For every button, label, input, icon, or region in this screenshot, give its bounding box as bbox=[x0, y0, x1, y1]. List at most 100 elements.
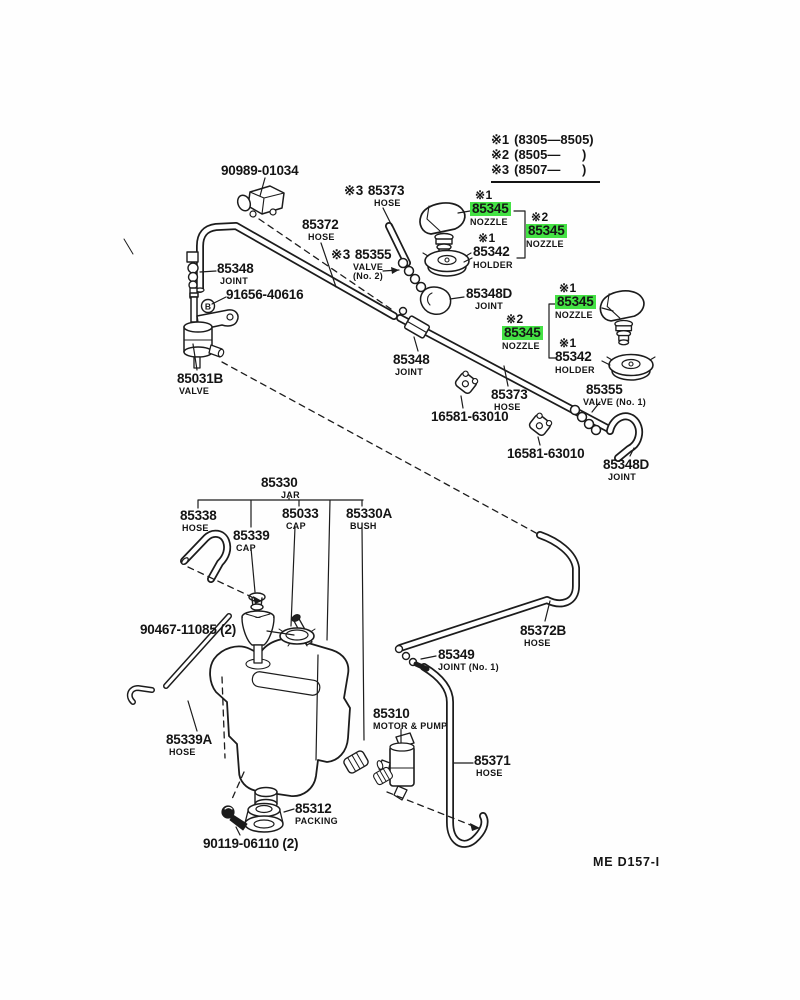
part-label-85312: 85312 PACKING bbox=[295, 801, 338, 826]
part-label-85330A: 85330A BUSH bbox=[346, 506, 392, 531]
part-number: 85371 bbox=[474, 753, 511, 768]
joint-85348-mid-drawing bbox=[398, 306, 431, 339]
legend-row: ※3 (8507— ) bbox=[491, 161, 594, 178]
part-caption: HOLDER bbox=[473, 259, 513, 270]
part-label-85031B: 85031B VALVE bbox=[177, 371, 223, 396]
strainer-stand-drawing bbox=[241, 610, 275, 664]
leader-lines bbox=[187, 177, 635, 836]
motor-pump-85310-drawing bbox=[376, 732, 415, 801]
part-label-85330: 85330 JAR bbox=[261, 475, 300, 500]
part-caption: JOINT bbox=[475, 301, 504, 312]
clamp-90989-drawing bbox=[236, 185, 285, 218]
part-caption: VALVE bbox=[179, 386, 210, 397]
ref-mark: ※1 bbox=[559, 281, 577, 295]
ref-mark: ※3 bbox=[491, 161, 510, 177]
cap-85339-drawing bbox=[248, 592, 266, 611]
part-label-90467: 90467-11085 (2) bbox=[140, 622, 236, 638]
part-label-90989-01034: 90989-01034 bbox=[221, 163, 299, 179]
part-caption: HOSE bbox=[494, 402, 521, 413]
part-number-highlighted: 85345 bbox=[470, 201, 511, 217]
part-number-highlighted: 85345 bbox=[555, 294, 596, 310]
part-label-85345-g1a: ※1 85345 NOZZLE bbox=[470, 189, 511, 227]
part-label-85339A: 85339A HOSE bbox=[166, 732, 212, 757]
part-number-highlighted: 85345 bbox=[526, 223, 567, 239]
hose-85373-short-drawing bbox=[385, 222, 411, 267]
hose-85372-drawing bbox=[195, 222, 398, 320]
ref-mark: ※3 bbox=[344, 183, 364, 198]
part-caption: VALVE (No. 1) bbox=[583, 397, 647, 408]
part-label-85348D-1: 85348D JOINT bbox=[466, 286, 512, 311]
part-caption: NOZZLE bbox=[470, 216, 508, 227]
nozzle-2-drawing bbox=[599, 290, 645, 346]
part-number: 85033 bbox=[282, 506, 319, 521]
fastener-kind-marker: B bbox=[205, 302, 211, 312]
holder-1-drawing bbox=[422, 249, 472, 277]
part-caption: JOINT bbox=[220, 276, 249, 287]
part-label-85348-mid: 85348 JOINT bbox=[393, 352, 430, 377]
part-number: 90467-11085 (2) bbox=[140, 622, 237, 637]
part-label-85349: 85349 JOINT (No. 1) bbox=[438, 647, 499, 672]
part-label-85339: 85339 CAP bbox=[233, 528, 270, 553]
part-number: 85348D bbox=[466, 286, 513, 301]
part-number: 85355 bbox=[354, 247, 392, 262]
part-number: 85348D bbox=[603, 457, 650, 472]
joint-85348D-1-drawing bbox=[419, 286, 452, 315]
cap-85033-drawing bbox=[278, 627, 316, 647]
clamp-16581-b-drawing bbox=[527, 411, 554, 438]
part-label-85372B: 85372B HOSE bbox=[520, 623, 566, 648]
packing-85312-drawing bbox=[244, 802, 284, 833]
part-caption: BUSH bbox=[350, 521, 377, 532]
part-number: 85339A bbox=[166, 732, 213, 747]
hose-85372B-drawing bbox=[396, 531, 580, 652]
assembly-dashed-lines bbox=[187, 218, 537, 827]
part-number: 85348 bbox=[217, 261, 254, 276]
part-label-85345-g1b: ※2 85345 NOZZLE bbox=[526, 211, 567, 249]
part-caption: HOSE bbox=[182, 523, 209, 534]
jar-85330-drawing bbox=[209, 637, 351, 810]
part-number: 85342 bbox=[555, 349, 592, 365]
part-number: 85349 bbox=[438, 647, 475, 662]
ref-mark: ※3 bbox=[331, 247, 351, 262]
part-number: 85373 bbox=[367, 183, 405, 198]
part-caption: PACKING bbox=[295, 816, 338, 827]
part-number: 85312 bbox=[295, 801, 332, 816]
valve-85355-no2-drawing bbox=[397, 257, 427, 293]
figure-code: ME D157-I bbox=[593, 855, 660, 869]
clamp-16581-a-drawing bbox=[453, 369, 480, 396]
part-label-85372: 85372 HOSE bbox=[302, 217, 339, 242]
part-number-highlighted: 85345 bbox=[502, 325, 543, 341]
part-label-85342-g1: ※1 85342 HOLDER bbox=[473, 232, 513, 270]
part-label-85338: 85338 HOSE bbox=[180, 508, 217, 533]
part-caption: NOZZLE bbox=[526, 238, 564, 249]
part-caption: HOSE bbox=[374, 198, 401, 209]
part-number: 85339 bbox=[233, 528, 270, 543]
part-caption: CAP bbox=[286, 521, 306, 532]
part-number: 90989-01034 bbox=[221, 163, 299, 178]
legend-row: ※2 (8505— ) bbox=[491, 147, 594, 163]
part-label-16581-a: 16581-63010 bbox=[431, 409, 509, 425]
ref-mark: ※2 bbox=[506, 312, 524, 326]
part-label-85355-no1: 85355 VALVE (No. 1) bbox=[583, 382, 646, 407]
part-label-16581-b: 16581-63010 bbox=[507, 446, 585, 462]
part-caption: JOINT bbox=[395, 367, 424, 378]
hose-85338-drawing bbox=[180, 529, 232, 583]
legend-row: ※1 (8305—8505) bbox=[491, 132, 594, 148]
part-caption: HOLDER bbox=[555, 364, 595, 375]
part-caption: HOSE bbox=[308, 232, 335, 243]
joint-85349-drawing bbox=[394, 644, 430, 672]
part-number: 16581-63010 bbox=[431, 409, 509, 424]
legend-range: (8507— ) bbox=[514, 161, 587, 177]
part-label-85345-g2a: ※1 85345 NOZZLE bbox=[555, 282, 596, 320]
part-label-85371: 85371 HOSE bbox=[474, 753, 511, 778]
part-number: 85031B bbox=[177, 371, 224, 386]
production-period-legend: ※1 (8305—8505) ※2 (8505— ) ※3 (8507— ) bbox=[491, 132, 600, 183]
part-caption: (No. 2) bbox=[353, 271, 384, 282]
part-number: 85355 bbox=[586, 382, 623, 397]
part-caption: MOTOR & PUMP bbox=[373, 721, 448, 732]
part-caption: HOSE bbox=[524, 638, 551, 649]
part-label-85033: 85033 CAP bbox=[282, 506, 319, 531]
